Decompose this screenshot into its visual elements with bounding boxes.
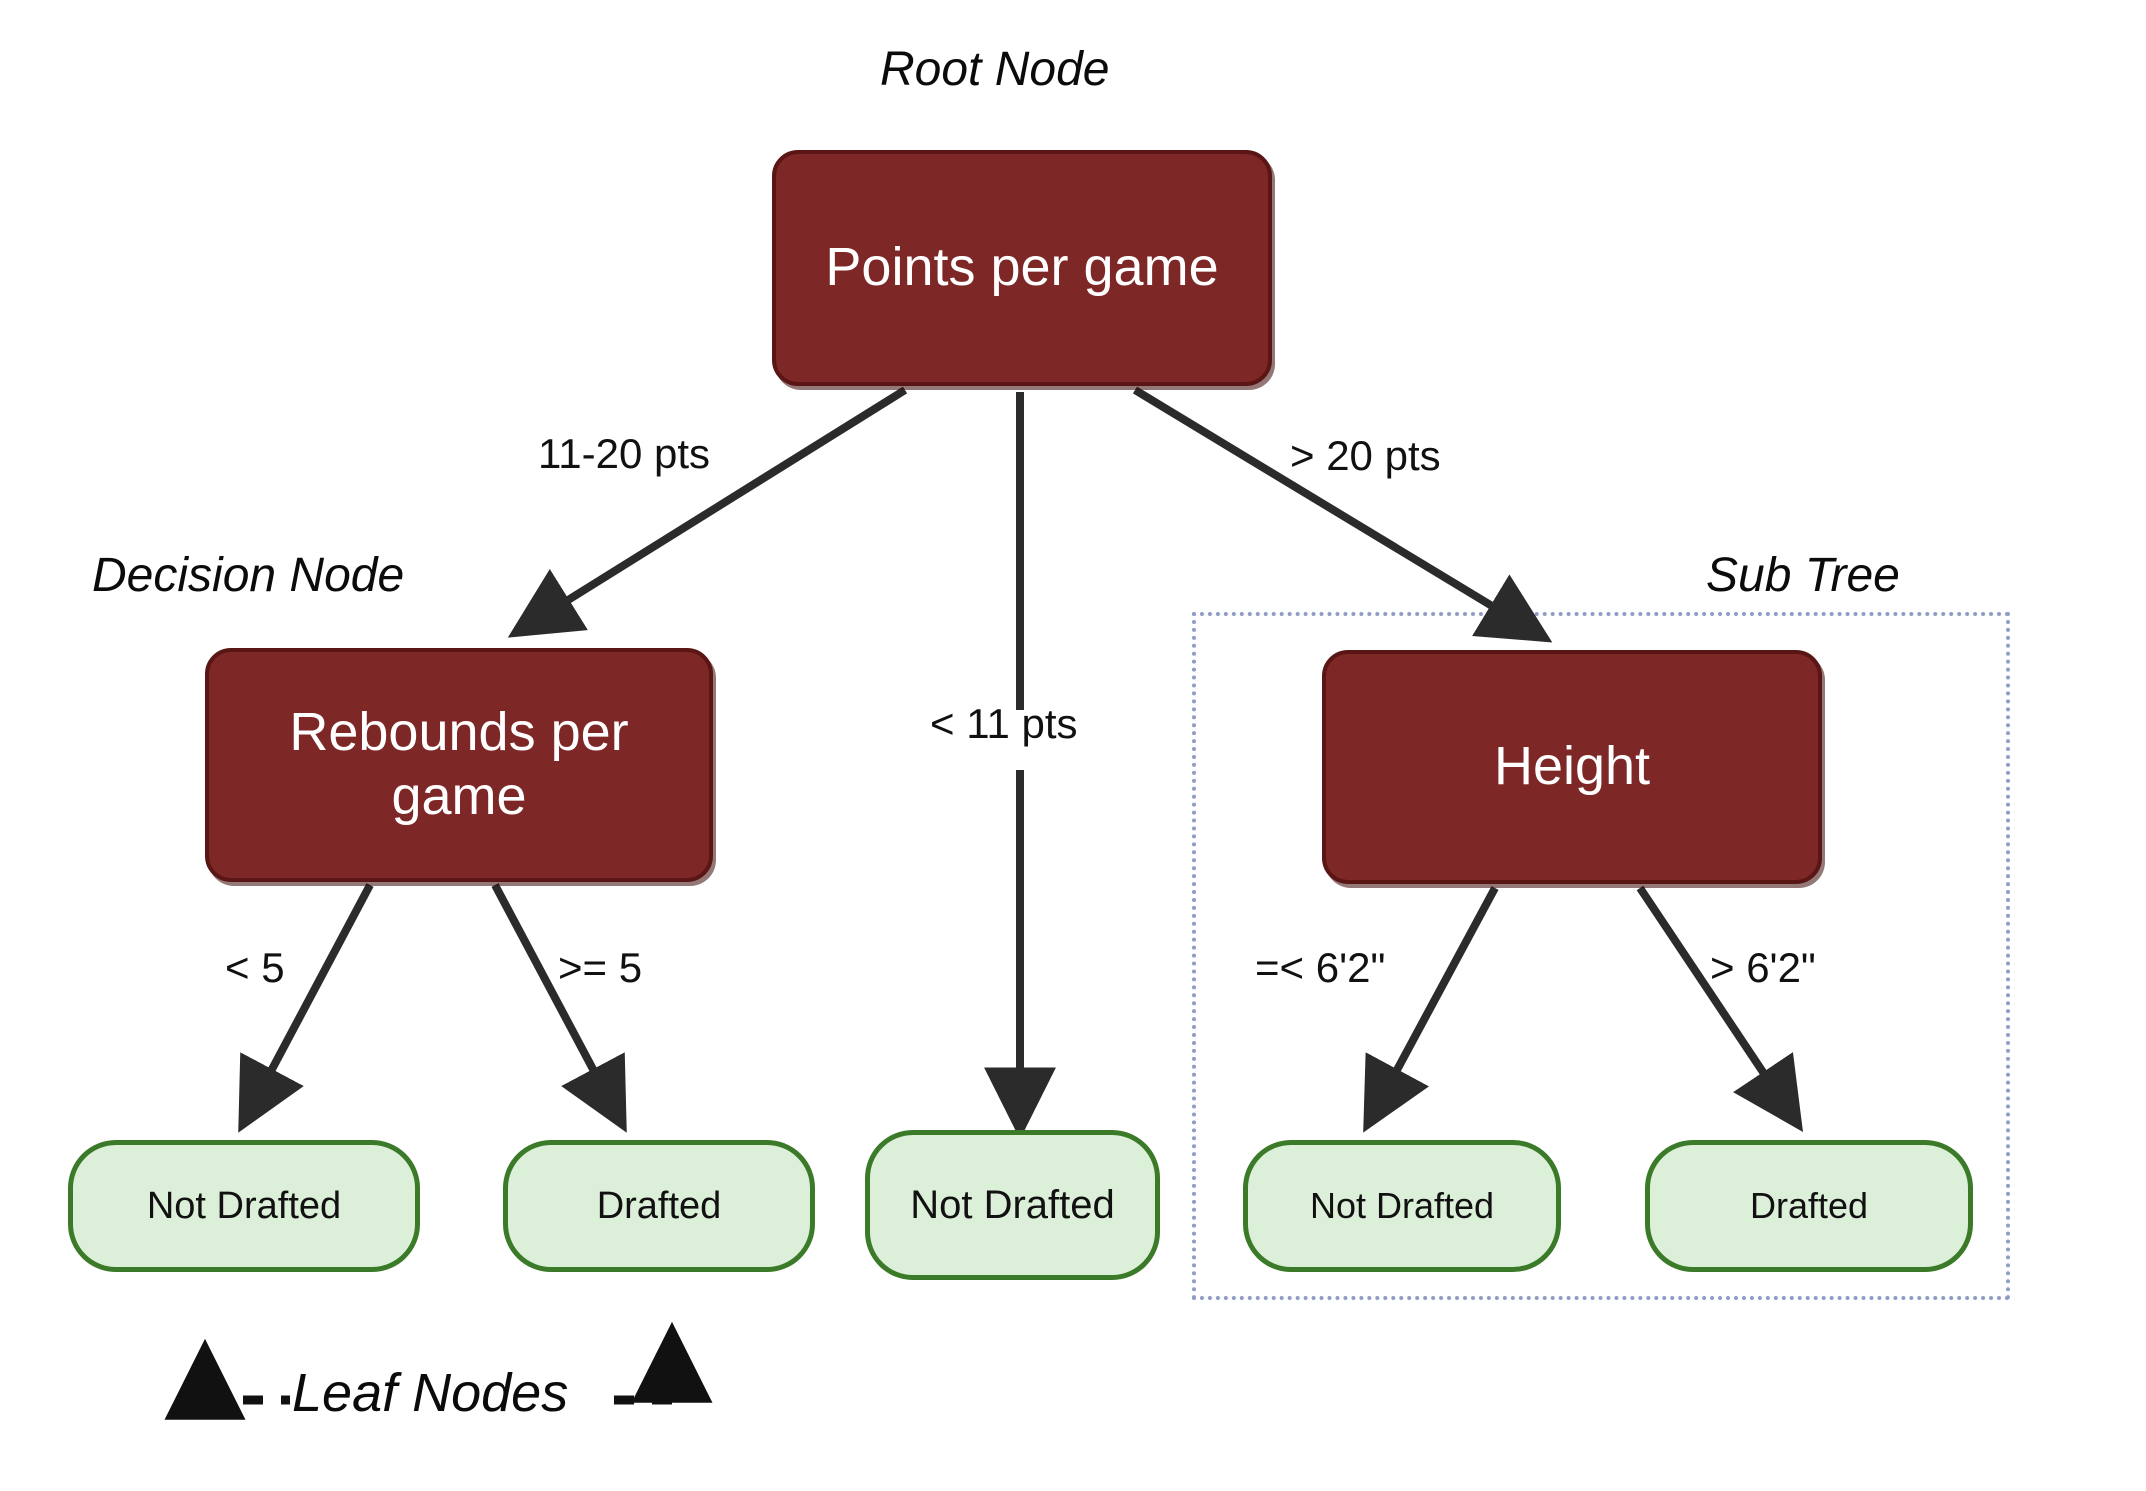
leaf-node-not-drafted-2[interactable]: Not Drafted: [865, 1130, 1160, 1280]
decision-node-label: Points per game: [825, 237, 1219, 298]
leaf-node-label: Drafted: [1749, 1185, 1869, 1226]
leaf-node-label: Not Drafted: [1309, 1185, 1495, 1226]
leaf-node-not-drafted-1[interactable]: Not Drafted: [68, 1140, 420, 1272]
decision-node-rebounds-per-game[interactable]: Rebounds per game: [205, 648, 713, 882]
decision-node-height[interactable]: Height: [1322, 650, 1822, 884]
edge-label-over-6ft2: > 6'2": [1710, 944, 1816, 991]
annotation-sub-tree: Sub Tree: [1706, 549, 1900, 602]
leaf-node-not-drafted-3[interactable]: Not Drafted: [1243, 1140, 1561, 1272]
annotation-decision-node: Decision Node: [92, 549, 405, 602]
edge-rebounds-to-leaf2: [491, 883, 627, 1133]
edge-rebounds-to-leaf1: [238, 883, 374, 1133]
decision-node-label: Height: [1493, 736, 1651, 797]
annotation-leaf-nodes: Leaf Nodes: [292, 1363, 569, 1423]
edge-label-less-than-11-pts: < 11 pts: [930, 700, 1078, 747]
decision-node-points-per-game[interactable]: Points per game: [772, 150, 1272, 386]
edge-root-to-rebounds: [507, 386, 908, 638]
edge-root-to-height: [1132, 386, 1553, 643]
edge-label-less-than-5: < 5: [225, 944, 285, 991]
edge-label-greater-than-20-pts: > 20 pts: [1290, 432, 1441, 479]
decision-node-label: Rebounds per game: [289, 702, 629, 826]
edge-label-at-most-6ft2: =< 6'2": [1255, 944, 1386, 991]
leaf-node-label: Not Drafted: [146, 1184, 342, 1227]
leaf-node-label: Drafted: [596, 1184, 722, 1227]
leaf-node-drafted-2[interactable]: Drafted: [1645, 1140, 1973, 1272]
sub-tree-container: [1192, 612, 2010, 1300]
edge-label-11-20-pts: 11-20 pts: [538, 430, 710, 477]
annotation-root-node: Root Node: [880, 43, 1110, 96]
leaf-node-drafted-1[interactable]: Drafted: [503, 1140, 815, 1272]
edge-label-greater-equal-5: >= 5: [558, 944, 643, 991]
leaf-node-label: Not Drafted: [910, 1182, 1115, 1227]
